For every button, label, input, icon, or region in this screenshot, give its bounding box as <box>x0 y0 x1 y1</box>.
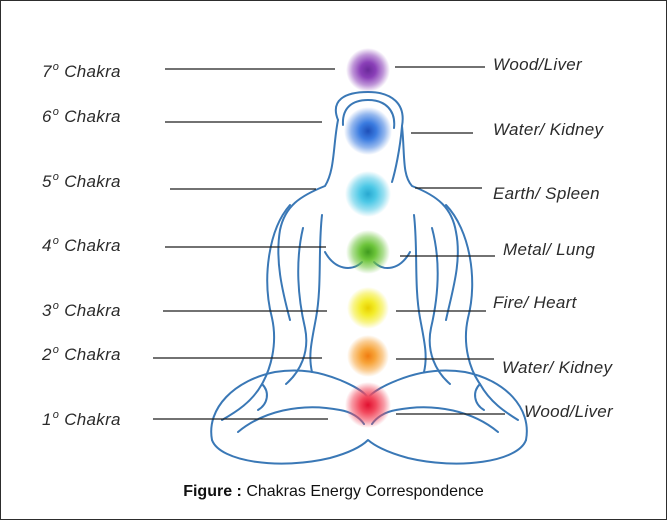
chakra-label-7: 7o Chakra <box>42 62 121 82</box>
caption-text: Chakras Energy Correspondence <box>242 483 484 500</box>
chakra-ordinal: o <box>53 106 59 118</box>
element-label: Water/ Kidney <box>502 358 612 378</box>
torso-left <box>310 215 322 372</box>
chakra-label-4: 4o Chakra <box>42 236 121 256</box>
chakra-word: Chakra <box>59 236 121 255</box>
element-label: Earth/ Spleen <box>493 184 600 204</box>
chakra-orb-throat <box>345 171 391 217</box>
chakra-ordinal: o <box>53 235 59 247</box>
chakra-number: 2 <box>42 345 52 364</box>
chakra-ordinal: o <box>53 300 59 312</box>
chakra-ordinal: o <box>53 171 59 183</box>
leg-fold-right <box>372 407 498 432</box>
chakra-orb-third-eye <box>344 107 392 155</box>
chakra-word: Chakra <box>59 301 121 320</box>
torso-right <box>414 215 426 372</box>
chakra-word: Chakra <box>59 410 121 429</box>
caption-prefix: Figure : <box>183 483 242 500</box>
chakra-word: Chakra <box>59 345 121 364</box>
chakra-label-5: 5o Chakra <box>42 172 121 192</box>
chakra-number: 7 <box>42 62 52 81</box>
chakra-orb-crown <box>346 48 390 92</box>
chakra-number: 5 <box>42 172 52 191</box>
chakra-ordinal: o <box>53 344 59 356</box>
element-label: Metal/ Lung <box>503 240 595 260</box>
chakra-ordinal: o <box>53 61 59 73</box>
chakra-orb-sacral <box>347 335 389 377</box>
chakra-number: 6 <box>42 107 52 126</box>
left-arm-inner <box>286 228 306 384</box>
right-arm-inner <box>430 228 450 384</box>
figure-caption: Figure : Chakras Energy Correspondence <box>0 483 667 501</box>
element-label: Wood/Liver <box>493 55 582 75</box>
chakra-word: Chakra <box>59 62 121 81</box>
element-label: Water/ Kidney <box>493 120 603 140</box>
chakra-word: Chakra <box>59 172 121 191</box>
chakra-orb-solar-plexus <box>347 287 389 329</box>
chakra-word: Chakra <box>59 107 121 126</box>
chakra-label-6: 6o Chakra <box>42 107 121 127</box>
chakra-number: 3 <box>42 301 52 320</box>
chakra-ordinal: o <box>53 409 59 421</box>
chakra-orb-heart <box>346 230 390 274</box>
element-label: Fire/ Heart <box>493 293 577 313</box>
chakra-number: 4 <box>42 236 52 255</box>
element-label: Wood/Liver <box>524 402 613 422</box>
right-hair <box>402 126 458 320</box>
lap-bottom <box>212 440 526 464</box>
chakra-label-1: 1o Chakra <box>42 410 121 430</box>
chakra-label-3: 3o Chakra <box>42 301 121 321</box>
chakra-number: 1 <box>42 410 52 429</box>
chakra-label-2: 2o Chakra <box>42 345 121 365</box>
leader-lines <box>153 67 505 419</box>
left-hair <box>278 120 338 320</box>
chakra-orb-root <box>345 382 391 428</box>
